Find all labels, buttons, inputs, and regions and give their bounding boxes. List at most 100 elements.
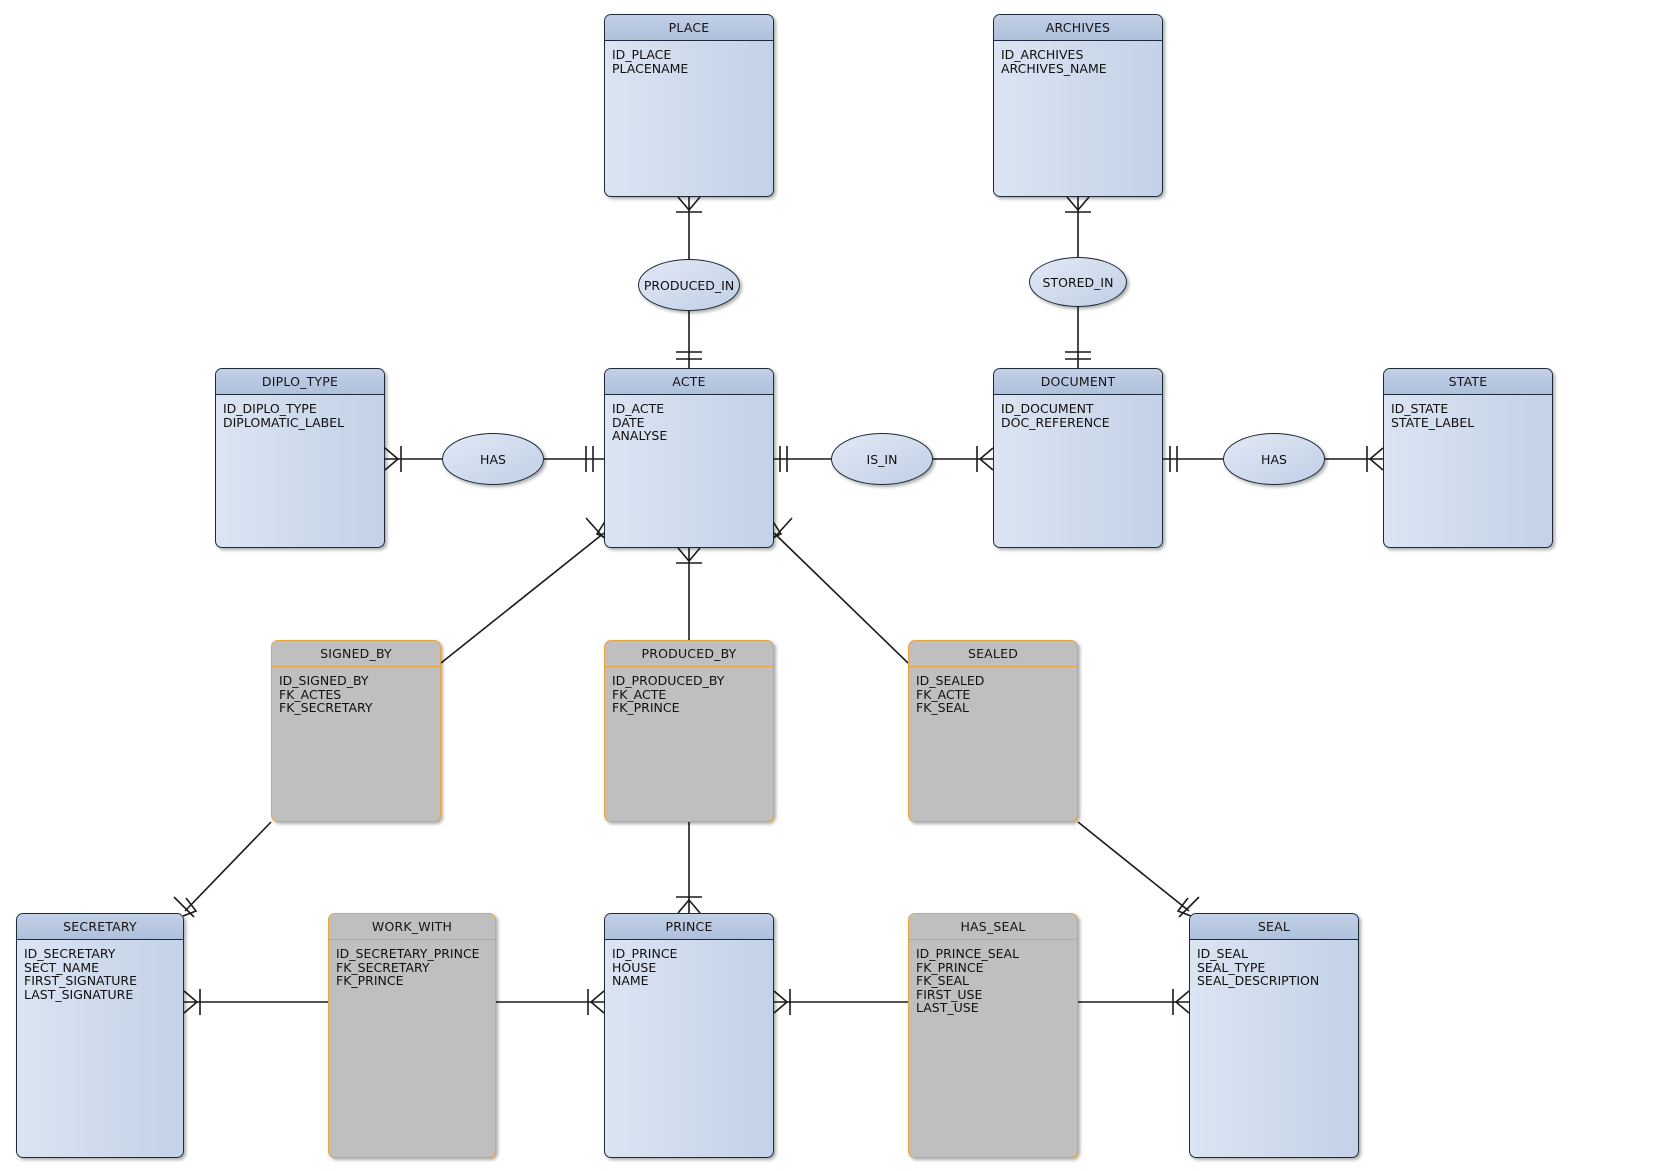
relationship-label: HAS xyxy=(1261,451,1287,467)
relationship-label: PRODUCED_IN xyxy=(643,277,735,293)
crowfoot-place xyxy=(677,196,701,212)
crowfoot-prince-top xyxy=(677,898,701,914)
entity-attribute: FK_SECRETARY xyxy=(336,959,430,975)
entity-attribute: FK_SEAL xyxy=(916,973,969,989)
entity-attribute: ID_SECRETARY_PRINCE xyxy=(336,946,480,961)
crowfoot-secretary-right xyxy=(183,990,199,1014)
entity-title: WORK_WITH xyxy=(329,914,495,940)
entity-attribute: FIRST_SIGNATURE xyxy=(24,973,137,989)
entity-attribute: ID_SEAL xyxy=(1197,946,1248,961)
entity-attribute: ARCHIVES_NAME xyxy=(1001,60,1107,76)
entity-attribute: DIPLOMATIC_LABEL xyxy=(223,414,345,430)
entity-title: PRINCE xyxy=(605,914,773,940)
entity-attribute: FK_PRINCE xyxy=(916,959,984,975)
entity-title: SIGNED_BY xyxy=(272,641,440,667)
line-acte-signedby xyxy=(440,532,605,664)
entity-title: DOCUMENT xyxy=(994,369,1162,395)
entity-attribute: PLACENAME xyxy=(612,60,689,76)
entity-attribute: SEAL_TYPE xyxy=(1197,959,1266,975)
relationship-has_diplo[interactable]: HAS xyxy=(442,433,544,485)
entity-attribute: ID_PRODUCED_BY xyxy=(612,673,725,688)
entity-attribute: ID_PRINCE xyxy=(612,946,678,961)
crowfoot-acte-bottom xyxy=(677,547,701,563)
relationship-produced_in[interactable]: PRODUCED_IN xyxy=(638,259,740,311)
entity-attribute: FK_PRINCE xyxy=(612,700,680,716)
entity-title: SEALED xyxy=(909,641,1077,667)
line-sealed-seal xyxy=(1077,821,1190,912)
line-signedby-secretary xyxy=(184,821,272,912)
relationship-has_state[interactable]: HAS xyxy=(1223,433,1325,485)
relationship-stored_in[interactable]: STORED_IN xyxy=(1029,257,1127,307)
entity-title: DIPLO_TYPE xyxy=(216,369,384,395)
entity-attribute: ID_PLACE xyxy=(612,47,672,62)
entity-attribute: FK_SEAL xyxy=(916,700,969,716)
crowfoot-document-left xyxy=(978,447,994,471)
crowfoot-prince-left xyxy=(589,990,605,1014)
entity-title: SECRETARY xyxy=(17,914,183,940)
entity-title: PRODUCED_BY xyxy=(605,641,773,667)
crowfoot-seal-left xyxy=(1174,990,1190,1014)
entity-title: ACTE xyxy=(605,369,773,395)
entity-attribute: ID_ARCHIVES xyxy=(1001,47,1084,62)
entity-attribute: ID_SECRETARY xyxy=(24,946,116,961)
relationship-label: HAS xyxy=(480,451,506,467)
entity-title: HAS_SEAL xyxy=(909,914,1077,940)
entity-attribute: ID_PRINCE_SEAL xyxy=(916,946,1020,961)
relationship-label: IS_IN xyxy=(866,451,898,467)
entity-attribute: DATE xyxy=(612,414,645,430)
entity-attribute: FK_ACTE xyxy=(916,686,971,702)
crowfoot-prince-right xyxy=(773,990,789,1014)
entity-attribute: HOUSE xyxy=(612,959,657,975)
entity-attribute: STATE_LABEL xyxy=(1391,414,1475,430)
relationship-is_in[interactable]: IS_IN xyxy=(831,433,933,485)
crowfoot-secretary-tr xyxy=(182,897,198,917)
entity-attribute: SECT_NAME xyxy=(24,959,100,975)
crowfoot-archives xyxy=(1066,196,1090,212)
entity-attribute: ID_DIPLO_TYPE xyxy=(223,401,317,416)
crowfoot-state xyxy=(1368,447,1384,471)
entity-attribute: ID_DOCUMENT xyxy=(1001,401,1094,416)
tick-acte-br xyxy=(773,517,793,539)
entity-attribute: NAME xyxy=(612,973,649,989)
entity-attribute: FK_ACTE xyxy=(612,686,667,702)
tick-acte-bl xyxy=(585,517,605,539)
entity-title: STATE xyxy=(1384,369,1552,395)
entity-attribute: FIRST_USE xyxy=(916,986,983,1002)
entity-attribute: DOC_REFERENCE xyxy=(1001,414,1110,430)
entity-attribute: SEAL_DESCRIPTION xyxy=(1197,973,1320,989)
entity-attribute: LAST_USE xyxy=(916,1000,979,1016)
crowfoot-seal-tl xyxy=(1176,897,1192,917)
entity-attribute: FK_ACTES xyxy=(279,686,342,702)
entity-attribute: ID_STATE xyxy=(1391,401,1449,416)
line-acte-sealed xyxy=(773,532,909,664)
crowfoot-diplotype xyxy=(384,447,400,471)
entity-attribute: ANALYSE xyxy=(612,428,668,444)
